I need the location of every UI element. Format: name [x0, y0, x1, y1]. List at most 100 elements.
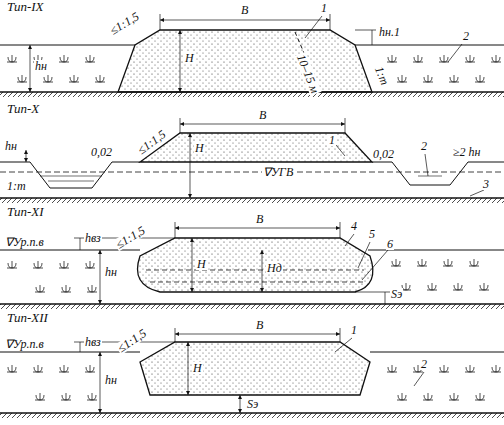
- marsh-symbol: [69, 75, 79, 82]
- drawing-label: 10–15 м: [294, 52, 321, 96]
- drawing-label: ∇УГВ: [262, 166, 294, 178]
- dimension-line: [180, 124, 345, 125]
- drawing-label: hн: [4, 140, 18, 152]
- ground-hatch: [0, 413, 504, 418]
- marsh-symbol: [443, 259, 453, 266]
- drawing-label: ≤1:1,5: [113, 224, 148, 252]
- drawing-label: 1:m: [6, 180, 27, 192]
- drawing-label: 1:m: [372, 64, 391, 88]
- marsh-symbol: [7, 261, 17, 268]
- marsh-symbol: [61, 393, 71, 400]
- marsh-symbol: [413, 55, 423, 62]
- ground-hatch: [0, 304, 504, 309]
- dimension-line: [240, 395, 241, 413]
- drawing-label: 3: [482, 178, 490, 190]
- dimension-line: [355, 292, 390, 304]
- marsh-symbol: [453, 283, 463, 290]
- drawing-label: 1: [350, 324, 358, 336]
- drawing-label: H: [184, 52, 195, 64]
- drawing-label: ≥2 hн: [452, 146, 482, 158]
- marsh-symbol: [43, 75, 53, 82]
- drawing-label: hн: [34, 60, 48, 72]
- dimension-line: [262, 250, 263, 292]
- drawing-label: hн.1: [378, 26, 401, 38]
- leader-line: [425, 154, 428, 176]
- drawing-label: ∇Ур.п.в: [4, 338, 45, 350]
- drawing-label: B: [258, 109, 267, 121]
- marsh-symbol: [417, 259, 427, 266]
- mineral-base: [0, 197, 504, 198]
- marsh-symbol: [465, 55, 475, 62]
- dimension-line: [355, 30, 376, 45]
- drawing-label: 2: [462, 30, 470, 42]
- drawing-label: 5: [368, 228, 376, 240]
- marsh-symbol: [85, 365, 95, 372]
- drawing-label: Sэ: [246, 398, 259, 410]
- marsh-symbol: [85, 261, 95, 268]
- drawing-label: ∇Ур.п.в: [4, 236, 45, 248]
- marsh-symbol: [387, 55, 397, 62]
- ground-hatch: [0, 198, 504, 203]
- leader-line: [448, 44, 462, 62]
- marsh-symbol: [465, 365, 475, 372]
- drawing-label: H: [194, 142, 205, 154]
- dimension-line: [192, 238, 193, 292]
- drawing-label: ≤1:1,5: [115, 326, 150, 355]
- marsh-symbol: [7, 55, 17, 62]
- leader-line: [336, 145, 345, 156]
- marsh-symbol: [59, 261, 69, 268]
- leader-line: [470, 190, 484, 196]
- marsh-symbol: [33, 365, 43, 372]
- ground-surface: [0, 162, 504, 188]
- dimension-line: [190, 133, 191, 198]
- dimension-line: [30, 45, 31, 92]
- marsh-symbol: [439, 55, 449, 62]
- dimension-line: [26, 150, 27, 162]
- marsh-symbol: [397, 393, 407, 400]
- marsh-symbol: [439, 365, 449, 372]
- drawing-label: ≤1:1,5: [107, 10, 142, 38]
- marsh-symbol: [33, 261, 43, 268]
- marsh-symbol: [387, 365, 397, 372]
- section-title: Тип-XI: [6, 205, 45, 218]
- marsh-symbol: [423, 393, 433, 400]
- marsh-symbol: [469, 259, 479, 266]
- leader-line: [345, 234, 388, 280]
- layer-line: [146, 270, 366, 282]
- drawing-label: 1: [328, 134, 336, 146]
- ground-hatch: [0, 92, 504, 97]
- drawing-label: 6: [386, 238, 394, 250]
- drawing-label: H: [192, 362, 203, 374]
- embankment: [140, 342, 370, 395]
- dimension-line: [100, 250, 101, 304]
- drawing-label: hн: [104, 374, 118, 386]
- drawing-label: 4: [350, 220, 358, 232]
- marsh-symbol: [59, 365, 69, 372]
- mineral-base: [0, 412, 504, 413]
- drawing-label: hвз: [84, 336, 102, 348]
- leader-line: [305, 16, 322, 38]
- marsh-symbol: [449, 393, 459, 400]
- dimension-line: [188, 342, 189, 395]
- marsh-symbol: [479, 283, 489, 290]
- leader-line: [414, 372, 424, 386]
- drawing-label: hн: [104, 266, 118, 278]
- drawing-label: Hд: [266, 262, 283, 274]
- marsh-symbol: [35, 393, 45, 400]
- marsh-symbol: [491, 365, 501, 372]
- drawing-label: 0,02: [90, 146, 113, 158]
- embankment: [118, 30, 372, 92]
- marsh-symbol: [61, 285, 71, 292]
- marsh-symbol: [475, 393, 485, 400]
- section-title: Тип-X: [6, 102, 40, 115]
- dimension-line: [175, 334, 340, 335]
- drawing-label: Sэ: [390, 288, 403, 300]
- drawing-label: H: [196, 258, 207, 270]
- drawing-label: B: [255, 213, 264, 225]
- extension-line: [160, 14, 330, 30]
- marsh-symbol: [59, 55, 69, 62]
- dimension-line: [180, 30, 181, 92]
- marsh-symbol: [491, 55, 501, 62]
- drawing-label: 0,02: [372, 148, 395, 160]
